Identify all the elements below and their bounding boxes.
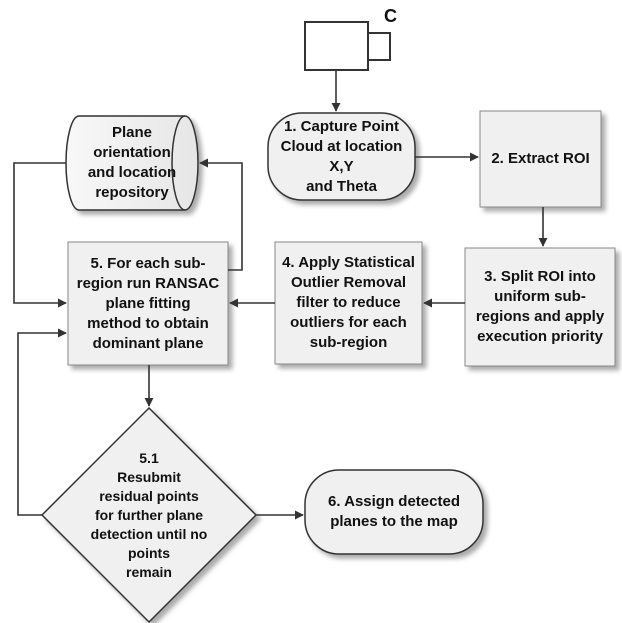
camera-icon <box>304 21 391 71</box>
extract-roi-node-label: 2. Extract ROI <box>491 150 590 167</box>
arrow-repository-to-ransac <box>13 162 67 308</box>
extract-roi-node <box>479 110 602 208</box>
repository-node-label: Plane orientation and location repositor… <box>87 124 177 201</box>
ransac-node-label: 5. For each sub- region run RANSAC plane… <box>76 254 220 352</box>
split-roi-node-label: 3. Split ROI into uniform sub- regions a… <box>475 268 605 345</box>
repository-node <box>65 115 199 211</box>
capture-node-label: 1. Capture Point Cloud at location X,Y a… <box>280 117 403 195</box>
outlier-removal-node <box>274 241 423 365</box>
outlier-removal-node-label: 4. Apply Statistical Outlier Removal fil… <box>282 254 415 351</box>
camera-label: C <box>384 6 397 26</box>
arrow-decision-loop-back <box>17 328 67 516</box>
ransac-node <box>67 241 229 366</box>
decision-node <box>40 406 258 623</box>
split-roi-node <box>464 247 616 367</box>
assign-planes-node-label: 6. Assign detected planes to the map <box>328 493 460 530</box>
assign-planes-node <box>304 469 484 555</box>
decision-node-label: 5.1 Resubmit residual points for further… <box>90 449 208 580</box>
arrow-ransac-to-repository <box>199 158 243 271</box>
